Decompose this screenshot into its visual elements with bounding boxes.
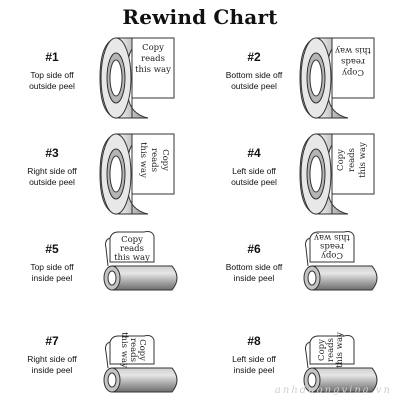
- option-number: #3: [45, 146, 59, 160]
- option-number: #6: [247, 242, 261, 256]
- copy-text: this way: [114, 253, 150, 263]
- label-roll-diagram: Copy reads this way: [99, 133, 175, 215]
- copy-text: this way: [138, 142, 148, 178]
- copy-text: reads: [149, 148, 159, 172]
- option-number: #4: [247, 146, 261, 160]
- option-number: #7: [45, 334, 59, 348]
- watermark-text: anhduongvina.vn: [274, 385, 392, 396]
- copy-text: Copy: [336, 149, 346, 171]
- copy-text: Copy: [121, 235, 143, 245]
- label-roll-diagram: Copy reads this way: [99, 37, 175, 119]
- label-roll-diagram: Copy reads this way: [103, 231, 178, 291]
- copy-text: this way: [135, 65, 171, 75]
- copy-text: Copy: [142, 43, 164, 53]
- option-number: #2: [247, 50, 261, 64]
- copy-text: reads: [320, 241, 344, 251]
- label-roll-diagram: Copy reads this way: [299, 37, 375, 119]
- copy-text: this way: [119, 332, 129, 368]
- copy-text: Copy: [160, 149, 170, 171]
- copy-text: Copy: [137, 339, 147, 361]
- copy-text: reads: [141, 54, 165, 64]
- copy-text: Copy: [321, 250, 343, 260]
- copy-text: reads: [120, 244, 144, 254]
- copy-text: reads: [347, 148, 357, 172]
- copy-text: this way: [358, 142, 368, 178]
- copy-text: reads: [326, 338, 336, 362]
- copy-text: Copy: [317, 339, 327, 361]
- option-number: #5: [45, 242, 59, 256]
- option-number: #1: [45, 50, 59, 64]
- copy-text: this way: [314, 232, 350, 242]
- label-roll-diagram: Copy reads this way: [303, 332, 378, 393]
- option-number: #8: [247, 334, 261, 348]
- copy-text: reads: [128, 338, 138, 362]
- copy-text: Copy: [342, 67, 364, 77]
- label-roll-diagram: Copy reads this way: [303, 231, 378, 291]
- chart-title: Rewind Chart: [122, 5, 278, 29]
- copy-text: this way: [335, 332, 345, 368]
- label-roll-diagram: Copy reads this way: [299, 133, 375, 215]
- copy-text: reads: [341, 56, 365, 66]
- label-roll-diagram: Copy reads this way: [103, 332, 178, 393]
- copy-text: this way: [335, 45, 371, 55]
